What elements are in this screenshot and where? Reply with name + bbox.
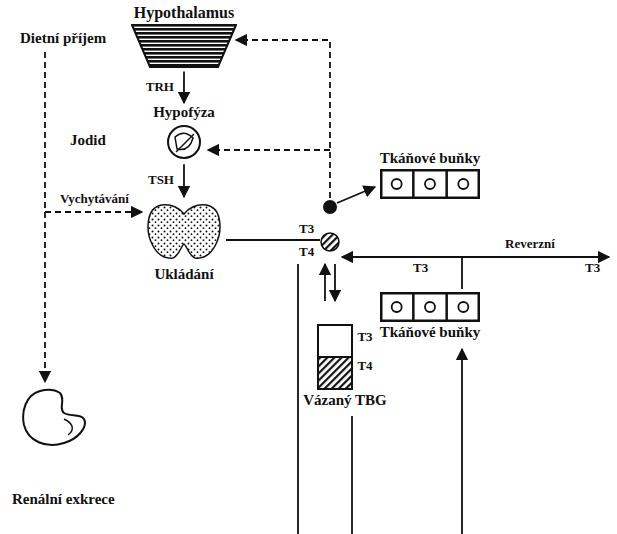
node-text: Ukládání bbox=[154, 266, 213, 283]
diagram-label: T3 bbox=[585, 261, 600, 276]
kidney-pelvis bbox=[64, 419, 72, 435]
cell-divider bbox=[412, 170, 415, 198]
cell-nucleus bbox=[392, 302, 402, 312]
node-text: Hypothalamus bbox=[134, 4, 234, 22]
free-hormone-dot bbox=[323, 200, 337, 214]
shape-box: T3T4 bbox=[317, 324, 372, 390]
shape-box bbox=[145, 200, 223, 264]
hatched-hormone-dot bbox=[321, 233, 339, 251]
down-line bbox=[351, 416, 353, 534]
cell-nucleus bbox=[392, 179, 402, 189]
cell-nucleus bbox=[458, 179, 468, 189]
node-text: Hypofýza bbox=[153, 104, 215, 121]
cell-nucleus bbox=[425, 302, 435, 312]
node-text: T3 bbox=[357, 330, 372, 345]
shape-outline bbox=[380, 169, 480, 199]
shape-outline bbox=[164, 123, 204, 161]
connector-arrow bbox=[183, 71, 185, 103]
node-text: T4 bbox=[357, 359, 372, 374]
cell-row bbox=[381, 171, 479, 199]
down-line bbox=[297, 264, 299, 534]
hypothalamus-shape bbox=[132, 25, 236, 67]
iodide-dashed-line bbox=[44, 52, 46, 382]
diagram-label: Jodid bbox=[70, 132, 106, 149]
diagram-label: T3 bbox=[299, 222, 314, 237]
kidney-shape bbox=[23, 390, 85, 445]
cell-nucleus bbox=[458, 302, 468, 312]
thyroid-node: Ukládání bbox=[145, 198, 223, 283]
reverse-t3-line bbox=[342, 256, 609, 258]
connector-arrow bbox=[183, 164, 185, 197]
feedback-dashed-line bbox=[236, 40, 330, 198]
uptake-dashed-line bbox=[45, 211, 142, 213]
pituitary-line bbox=[176, 134, 194, 152]
cell-row bbox=[381, 293, 479, 321]
node-text: Vázaný TBG bbox=[303, 392, 387, 409]
shape-box bbox=[131, 24, 237, 68]
kidney-node: Renální exkrece bbox=[12, 385, 115, 508]
tbg-box: T3T4Vázaný TBG bbox=[303, 322, 387, 409]
free-hormone-arrow bbox=[337, 187, 375, 203]
shape-outline bbox=[131, 24, 237, 68]
diagram-label: Vychytávání bbox=[60, 192, 129, 207]
node-text: Tkáňové buňky bbox=[380, 324, 480, 341]
edge-label: TSH bbox=[146, 173, 176, 188]
pituitary-shape bbox=[168, 126, 200, 158]
shape-box bbox=[164, 123, 204, 161]
cell-divider bbox=[412, 293, 415, 321]
tissue-cells-box: Tkáňové buňky bbox=[380, 150, 480, 201]
shape-outline bbox=[380, 292, 480, 322]
pituitary-lobe bbox=[175, 133, 193, 149]
node-text: Tkáňové buňky bbox=[380, 150, 480, 167]
cell-nucleus bbox=[425, 179, 435, 189]
diagram-label: T3 bbox=[413, 261, 428, 276]
diagram-label: Dietní příjem bbox=[20, 30, 106, 47]
hormone-line bbox=[226, 239, 320, 241]
pituitary-node: Hypofýza bbox=[153, 104, 215, 163]
edge-label: TRH bbox=[144, 80, 176, 95]
diagram-label: Reverzní bbox=[505, 237, 555, 252]
shape-outline bbox=[145, 200, 223, 264]
exchange-arrow bbox=[324, 264, 326, 301]
exchange-arrow bbox=[334, 264, 336, 301]
node-text: Renální exkrece bbox=[12, 491, 115, 508]
thyroid-shape bbox=[148, 205, 220, 258]
shape-outline bbox=[317, 324, 353, 390]
feedback-dashed-line bbox=[208, 149, 330, 151]
cell-divider bbox=[445, 170, 448, 198]
cell-divider bbox=[445, 293, 448, 321]
tbg-upper bbox=[318, 325, 352, 357]
inner-texts: T3T4 bbox=[353, 324, 372, 374]
uptake-arrow bbox=[461, 349, 463, 534]
shape-box bbox=[380, 292, 480, 322]
diagram-label: T4 bbox=[299, 245, 314, 260]
tbg-lower bbox=[318, 357, 352, 389]
shape-box bbox=[20, 387, 92, 449]
shape-outline bbox=[20, 387, 92, 449]
tissue-cells-box: Tkáňové buňky bbox=[380, 290, 480, 341]
hypothalamus-node: Hypothalamus bbox=[131, 4, 237, 70]
tick-line bbox=[461, 257, 463, 289]
shape-box bbox=[380, 169, 480, 199]
